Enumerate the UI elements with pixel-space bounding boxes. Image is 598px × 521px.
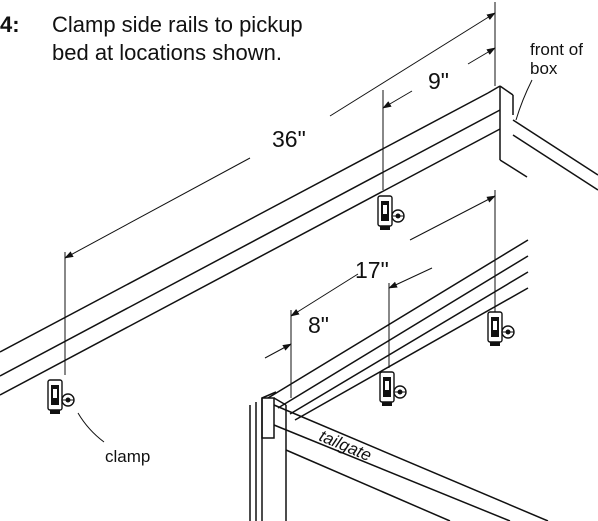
instruction-line-1: Clamp side rails to pickup — [52, 12, 303, 37]
step-number: 4: — [0, 12, 20, 37]
clamp-icon — [47, 379, 75, 415]
tailgate-assembly — [249, 391, 549, 521]
lower-dimension-lines — [264, 190, 496, 398]
clamp-label: clamp — [105, 447, 150, 466]
dimension-36in: 36" — [272, 126, 306, 152]
lower-side-rail — [267, 239, 529, 421]
clamp-icon — [487, 311, 515, 347]
clamp-leader-line — [77, 412, 105, 443]
upper-dimension-lines — [64, 2, 496, 375]
front-of-box-label-1: front of — [530, 40, 583, 59]
tailgate-label: tailgate — [316, 426, 374, 465]
upper-side-rail — [0, 85, 514, 396]
front-of-box-label-2: box — [530, 59, 558, 78]
dimension-17in: 17" — [355, 257, 389, 283]
dimension-9in: 9" — [428, 68, 449, 94]
clamp-icon — [377, 195, 405, 231]
clamp-icon — [379, 371, 407, 407]
front-of-box-leader-line — [515, 79, 533, 121]
dimension-8in: 8" — [308, 312, 329, 338]
front-of-box — [499, 86, 598, 191]
instruction-line-2: bed at locations shown. — [52, 40, 282, 65]
